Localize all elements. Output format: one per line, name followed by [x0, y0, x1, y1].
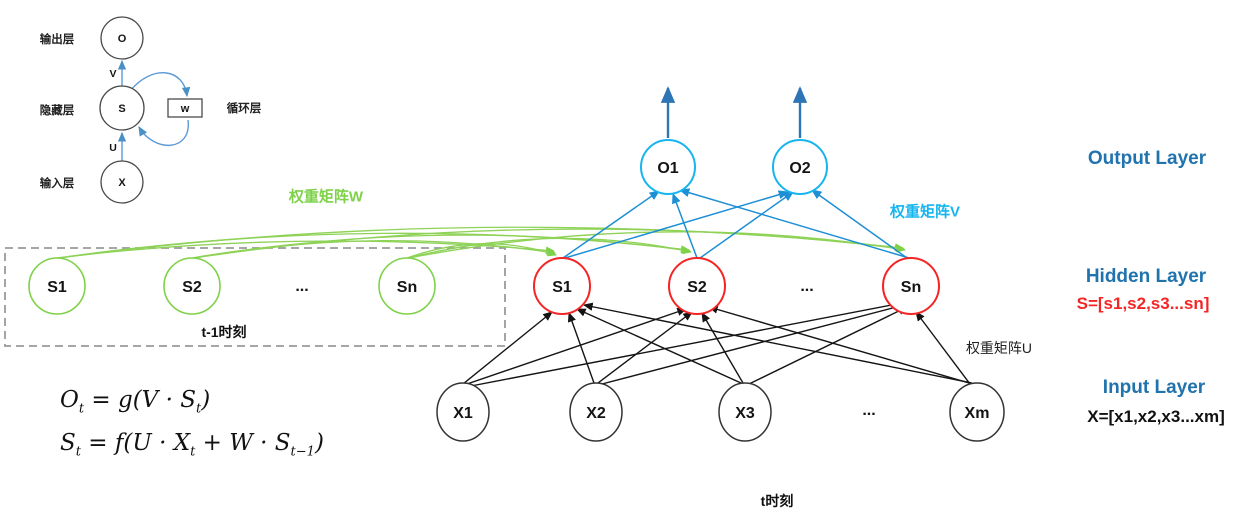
edge-u-x3-sn — [748, 306, 909, 385]
node-o1-label: O1 — [657, 160, 678, 177]
edge-u-x2-sn — [601, 303, 906, 385]
input-vector-annotation: X=[x1,x2,x3...xm] — [1087, 407, 1225, 426]
output-layer-annotation: Output Layer — [1087, 148, 1207, 169]
input-layer-annotation: Input Layer — [1102, 377, 1206, 398]
mini-input-layer-label: 输入层 — [39, 178, 75, 190]
mini-loop-w-to-s — [138, 119, 189, 147]
node-xm: Xm — [949, 382, 1005, 442]
node-x3-label: X3 — [735, 405, 755, 422]
weight-u-lines — [462, 300, 973, 387]
mini-node-w-box: w — [167, 98, 203, 118]
mini-loop-s-to-w — [129, 72, 191, 98]
weight-v-lines — [562, 188, 910, 259]
formula-state-p3: + W · S — [195, 430, 291, 456]
edge-v-sn-o1 — [678, 188, 910, 259]
mini-edge-u-label: U — [109, 142, 117, 154]
node-s2-prev: S2 — [163, 257, 221, 315]
mini-hidden-layer-label: 隐藏层 — [39, 105, 75, 117]
node-s1: S1 — [533, 257, 591, 315]
formula-output-p1: O — [60, 387, 79, 413]
edge-u-x3-s2 — [701, 312, 744, 384]
edge-u-x1-sn — [470, 300, 904, 387]
edge-u-x3-s1 — [575, 308, 742, 384]
prev-hidden-layer: S1 S2 ... Sn — [28, 257, 436, 315]
formula-state-p1: S — [60, 430, 76, 456]
t-minus-1-time-label: t-1时刻 — [201, 324, 247, 340]
weight-matrix-v-label: 权重矩阵V — [889, 203, 961, 221]
t-time-label: t时刻 — [760, 493, 794, 509]
formula-state-p2: = f(U · X — [81, 430, 191, 456]
formula-output: Ot = g(V · St) — [60, 387, 211, 416]
node-o1: O1 — [640, 139, 696, 195]
hidden-layer: S1 S2 ... Sn — [533, 257, 940, 315]
edge-u-x1-s2 — [466, 307, 688, 385]
node-o2-label: O2 — [789, 160, 810, 177]
mini-output-layer-label: 输出层 — [39, 34, 75, 46]
output-layer: O1 O2 — [640, 139, 828, 195]
hidden-vector-annotation: S=[s1,s2,s3...sn] — [1076, 294, 1210, 313]
edge-v-sn-o2 — [811, 189, 908, 259]
node-s1-label: S1 — [552, 279, 572, 296]
node-x2: X2 — [569, 382, 623, 442]
mini-node-s-label: S — [118, 103, 125, 115]
weight-matrix-u-label: 权重矩阵U — [965, 340, 1033, 356]
mini-node-o: O — [100, 16, 144, 60]
edge-v-s2-o2 — [699, 191, 794, 259]
input-ellipsis: ... — [862, 402, 875, 419]
t-minus-1-dashed-box — [4, 247, 506, 347]
formula-output-p2: = g(V · S — [84, 387, 196, 413]
formula-output-s1: t — [78, 401, 85, 417]
node-s2: S2 — [668, 257, 726, 315]
mini-node-o-label: O — [118, 33, 127, 45]
edge-w-s2prev-s2 — [192, 234, 692, 259]
edge-u-x2-s1 — [567, 311, 595, 384]
node-sn: Sn — [882, 257, 940, 315]
edge-w-s2prev-sn — [193, 228, 906, 259]
hidden-layer-annotation: Hidden Layer — [1085, 266, 1207, 287]
edge-v-s2-o1 — [672, 192, 698, 259]
edge-u-xm-s1 — [582, 302, 973, 384]
node-x1-label: X1 — [453, 405, 473, 422]
formula-output-p3: ) — [201, 387, 211, 413]
formula-state-s1: t — [75, 444, 81, 460]
edge-u-xm-sn — [915, 311, 971, 385]
edge-v-s1-o2 — [564, 190, 790, 259]
node-x1: X1 — [436, 382, 490, 442]
weight-matrix-w-label: 权重矩阵W — [288, 188, 364, 206]
prev-hidden-ellipsis: ... — [295, 278, 308, 295]
node-sn-prev-label: Sn — [397, 279, 417, 296]
node-sn-label: Sn — [901, 279, 921, 296]
node-s1-prev-label: S1 — [47, 279, 67, 296]
node-x2-label: X2 — [586, 405, 606, 422]
node-o2: O2 — [772, 139, 828, 195]
weight-w-curves — [56, 226, 907, 259]
edge-v-s1-o1 — [562, 190, 660, 259]
node-x3: X3 — [718, 382, 772, 442]
node-s1-prev: S1 — [28, 257, 86, 315]
formula-state-s2: t — [190, 444, 196, 460]
mini-edge-v-label: V — [109, 68, 116, 80]
node-xm-label: Xm — [965, 405, 990, 422]
mini-rnn-diagram: O S X w V U — [99, 16, 203, 204]
input-layer: X1 X2 X3 ... Xm — [436, 382, 1005, 442]
node-s2-label: S2 — [687, 279, 707, 296]
formula-output-s2: t — [195, 401, 202, 417]
formula-state: St = f(U · Xt + W · St−1) — [60, 430, 324, 459]
hidden-ellipsis: ... — [800, 278, 813, 295]
mini-node-x-label: X — [118, 177, 126, 189]
formula-state-p4: ) — [314, 430, 324, 456]
node-sn-prev: Sn — [378, 257, 436, 315]
edge-u-xm-s2 — [707, 305, 970, 384]
edge-u-x1-s1 — [462, 311, 553, 385]
mini-node-x: X — [100, 160, 144, 204]
mini-node-w-label: w — [180, 103, 190, 115]
edge-w-snprev-sn — [408, 231, 907, 259]
mini-recurrent-layer-label: 循环层 — [226, 103, 262, 115]
node-s2-prev-label: S2 — [182, 279, 202, 296]
formula-state-s3: t−1 — [290, 444, 315, 460]
mini-node-s: S — [99, 85, 145, 131]
edge-w-snprev-s2 — [407, 237, 693, 259]
